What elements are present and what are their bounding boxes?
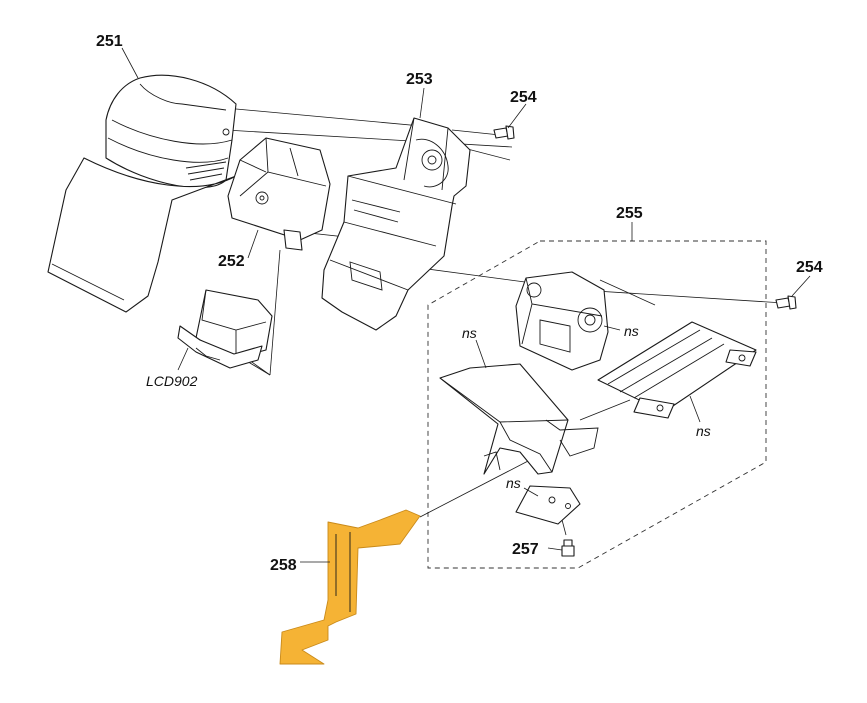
part-small-plate <box>515 485 581 525</box>
part-258-flex-cable <box>279 509 421 665</box>
label-253: 253 <box>406 71 433 88</box>
part-251-cover <box>47 74 237 313</box>
label-ns-rail: ns <box>696 423 711 439</box>
part-252-bracket <box>227 137 331 251</box>
part-slide-rail <box>597 321 757 419</box>
label-lcd902: LCD902 <box>146 373 198 389</box>
label-257: 257 <box>512 541 539 558</box>
part-housing-shield <box>439 363 599 475</box>
assembly-255-boundary <box>427 240 767 569</box>
part-lcd902-module <box>177 289 273 369</box>
part-254-screw-upper <box>493 125 515 140</box>
label-258: 258 <box>270 557 297 574</box>
part-254-screw-right <box>775 295 797 310</box>
label-ns-housing: ns <box>462 325 477 341</box>
label-251: 251 <box>96 33 123 50</box>
callout-lines <box>121 47 811 563</box>
part-hinge-block <box>515 271 609 371</box>
label-255: 255 <box>616 205 643 222</box>
label-252: 252 <box>218 253 245 270</box>
part-257-screw <box>561 539 575 557</box>
label-ns-plate: ns <box>506 475 521 491</box>
label-ns-hinge: ns <box>624 323 639 339</box>
part-253-frame <box>321 117 471 331</box>
label-254-right: 254 <box>796 259 823 276</box>
label-254-upper: 254 <box>510 89 537 106</box>
